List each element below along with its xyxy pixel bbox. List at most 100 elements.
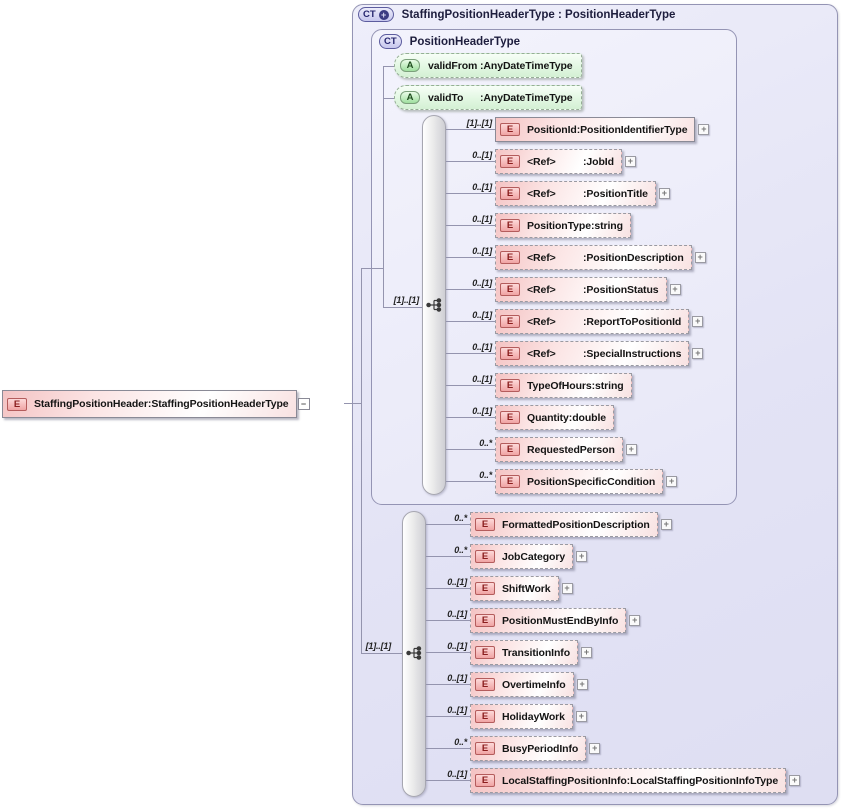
element-name: PositionSpecificCondition bbox=[527, 475, 656, 488]
sequence2-cardinality: [1]..[1] bbox=[365, 641, 392, 651]
expand-button[interactable]: + bbox=[576, 679, 588, 690]
expand-button[interactable]: + bbox=[692, 348, 704, 359]
element-sep: : bbox=[147, 398, 152, 410]
cardinality-label: 0..* bbox=[454, 737, 467, 747]
root-element-row: E StaffingPositionHeader : StaffingPosit… bbox=[2, 390, 310, 418]
element-name: PositionType bbox=[527, 219, 591, 232]
element-icon: E bbox=[500, 283, 520, 296]
element-name: ShiftWork bbox=[502, 582, 551, 595]
connector-line bbox=[383, 66, 394, 67]
connector-line: 0..[1] bbox=[446, 373, 495, 386]
connector-line bbox=[383, 307, 422, 308]
element-icon: E bbox=[500, 187, 520, 200]
cardinality-label: 0..[1] bbox=[472, 342, 492, 352]
expand-button[interactable]: + bbox=[694, 252, 706, 263]
expand-button[interactable]: + bbox=[589, 743, 601, 754]
connector-line bbox=[344, 403, 361, 404]
connector-line: 0..[1] bbox=[426, 704, 470, 717]
element-box-ref-specialinstructions[interactable]: E<Ref> : SpecialInstructions bbox=[495, 341, 690, 366]
connector-line: 0..* bbox=[446, 437, 495, 450]
expand-button[interactable]: + bbox=[789, 775, 801, 786]
expand-button[interactable]: + bbox=[629, 615, 641, 626]
expand-button[interactable]: + bbox=[692, 316, 704, 327]
element-icon: E bbox=[475, 582, 495, 595]
connector-line: 0..[1] bbox=[446, 277, 495, 290]
cardinality-label: 0..[1] bbox=[447, 641, 467, 651]
element-box-shiftwork[interactable]: E ShiftWork bbox=[470, 576, 559, 601]
attribute-box-validfrom[interactable]: A validFrom : AnyDateTimeType bbox=[394, 53, 582, 78]
cardinality-label: 0..[1] bbox=[447, 705, 467, 715]
element-name: <Ref> bbox=[527, 315, 556, 328]
cardinality-label: 0..[1] bbox=[447, 673, 467, 683]
element-sep: : bbox=[568, 411, 573, 424]
element-type: StaffingPositionHeaderType bbox=[151, 398, 289, 410]
expand-button[interactable]: + bbox=[698, 124, 710, 135]
element-name: JobCategory bbox=[502, 550, 566, 563]
expand-button[interactable]: + bbox=[576, 551, 588, 562]
element-name: StaffingPositionHeader bbox=[34, 398, 148, 410]
element-sep: : bbox=[583, 155, 587, 168]
expand-button[interactable]: + bbox=[561, 583, 573, 594]
element-box-ref-jobid[interactable]: E<Ref> : JobId bbox=[495, 149, 622, 174]
attribute-box-validto[interactable]: A validTo : AnyDateTimeType bbox=[394, 85, 582, 110]
sequence-bar bbox=[402, 511, 426, 797]
element-icon: E bbox=[500, 315, 520, 328]
connector-line: [1]..[1] bbox=[446, 117, 495, 130]
expand-button[interactable]: + bbox=[625, 444, 637, 455]
connector-line: 0..* bbox=[446, 469, 495, 482]
element-box-staffingpositionheader[interactable]: E StaffingPositionHeader : StaffingPosit… bbox=[2, 390, 297, 418]
attribute-sep: : bbox=[480, 59, 484, 72]
expand-button[interactable]: + bbox=[658, 188, 670, 199]
element-row: 0..[1] E<Ref> : JobId + bbox=[446, 149, 636, 174]
attribute-name: validFrom bbox=[428, 59, 478, 72]
element-name: <Ref> bbox=[527, 347, 556, 360]
element-type: JobId bbox=[586, 155, 614, 168]
element-sep: : bbox=[583, 283, 587, 296]
expand-button[interactable]: + bbox=[624, 156, 636, 167]
element-icon: E bbox=[500, 251, 520, 264]
cardinality-label: 0..[1] bbox=[472, 214, 492, 224]
connector-line: 0..[1] bbox=[446, 341, 495, 354]
element-box-ref-positiondescription[interactable]: E<Ref> : PositionDescription bbox=[495, 245, 692, 270]
element-name: PositionMustEndByInfo bbox=[502, 614, 619, 627]
element-box-ref-reporttopositionid[interactable]: E<Ref> : ReportToPositionId bbox=[495, 309, 690, 334]
connector-line: 0..[1] bbox=[446, 149, 495, 162]
expand-button[interactable]: + bbox=[660, 519, 672, 530]
element-name: HolidayWork bbox=[502, 710, 565, 723]
attribute-icon: A bbox=[400, 91, 420, 104]
expand-button[interactable]: + bbox=[666, 476, 678, 487]
element-name: Quantity bbox=[527, 411, 569, 424]
element-box-ref-positionstatus[interactable]: E<Ref> : PositionStatus bbox=[495, 277, 667, 302]
element-sep: : bbox=[583, 347, 587, 360]
expand-button[interactable]: + bbox=[575, 711, 587, 722]
element-type: SpecialInstructions bbox=[586, 347, 682, 360]
expand-button[interactable]: + bbox=[669, 284, 681, 295]
element-sep: : bbox=[590, 219, 595, 232]
element-name: <Ref> bbox=[527, 283, 556, 296]
cardinality-label: 0..[1] bbox=[447, 769, 467, 779]
expand-button[interactable]: + bbox=[581, 647, 593, 658]
cardinality-label: [1]..[1] bbox=[466, 118, 493, 128]
sequence-icon bbox=[406, 646, 422, 660]
element-box-ref-positiontitle[interactable]: E<Ref> : PositionTitle bbox=[495, 181, 656, 206]
collapse-button[interactable]: − bbox=[297, 398, 310, 410]
element-name: FormattedPositionDescription bbox=[502, 518, 650, 531]
cardinality-label: 0..[1] bbox=[472, 182, 492, 192]
